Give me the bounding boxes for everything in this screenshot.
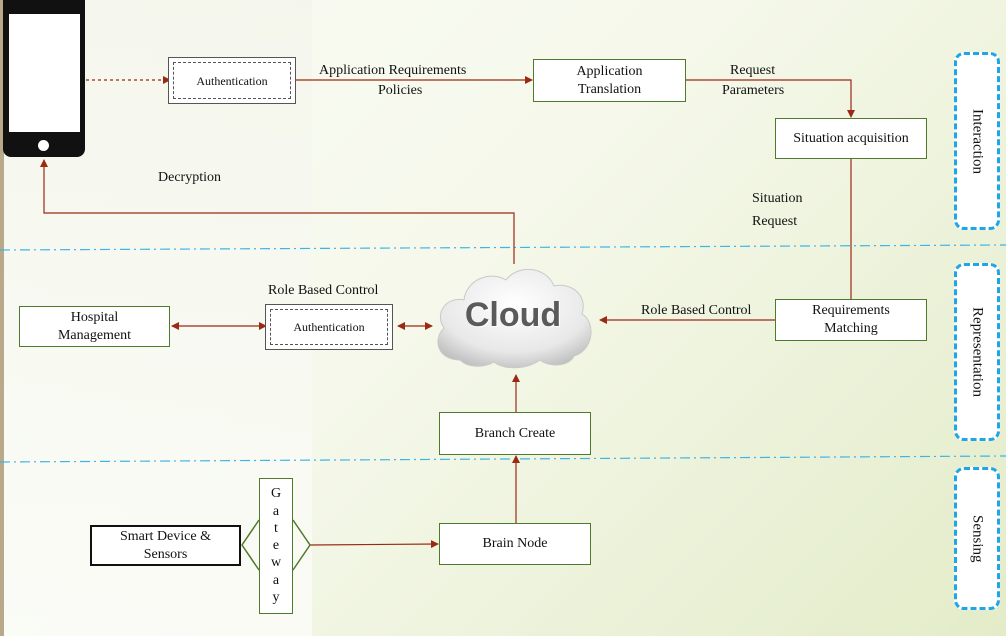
smart-device-sensors-box: Smart Device & Sensors [90, 525, 241, 566]
gateway-box: G a t e w a y [259, 478, 293, 614]
cloud-icon [437, 268, 592, 369]
authentication-box-middle: Authentication [267, 306, 391, 348]
label-role-based-control-left: Role Based Control [268, 283, 379, 298]
gateway-letter: a [272, 503, 280, 519]
label-role-based-control-right: Role Based Control [641, 303, 752, 318]
layer-interaction-label: Interaction [969, 108, 986, 174]
label-situation-request: Request [752, 214, 798, 229]
layer-representation: Representation [954, 263, 1000, 441]
cloud-label: Cloud [464, 296, 562, 334]
gateway-letter: y [272, 589, 280, 605]
edge-cloud-phone [40, 159, 515, 264]
label-policies: Policies [378, 83, 423, 98]
branch-create-box: Branch Create [439, 412, 591, 455]
edge-gateway-brain [309, 540, 439, 549]
gateway-letter: e [272, 538, 280, 553]
gateway-letter: a [272, 572, 280, 588]
situation-acquisition-box: Situation acquisition [775, 118, 927, 159]
requirements-matching-box: Requirements Matching [775, 299, 927, 341]
separator-line-bottom [0, 455, 1006, 463]
phone-home-button [38, 140, 49, 151]
label-parameters: Parameters [722, 83, 785, 98]
application-translation-box: Application Translation [533, 59, 686, 102]
layer-sensing-label: Sensing [969, 514, 986, 563]
layer-representation-label: Representation [969, 307, 986, 397]
label-decryption: Decryption [158, 170, 221, 185]
authentication-box-top: Authentication [170, 59, 294, 102]
separator-line-top [0, 244, 1006, 251]
label-request: Request [730, 63, 776, 78]
gateway-left-chevron [241, 519, 260, 571]
label-application-requirements: Application Requirements [319, 63, 467, 78]
layer-sensing: Sensing [954, 467, 1000, 610]
brain-node-box: Brain Node [439, 523, 591, 565]
left-edge-strip [0, 0, 4, 636]
gateway-letter: w [270, 555, 282, 571]
gateway-letter: t [274, 520, 278, 536]
gateway-letter: G [270, 486, 282, 502]
smartphone-icon [3, 0, 85, 157]
phone-screen [9, 14, 80, 132]
layer-interaction: Interaction [954, 52, 1000, 230]
hospital-management-box: Hospital Management [19, 306, 170, 347]
edge-apptranslation-situation [686, 79, 855, 118]
label-situation: Situation [752, 191, 803, 206]
gateway-right-chevron [292, 519, 311, 571]
